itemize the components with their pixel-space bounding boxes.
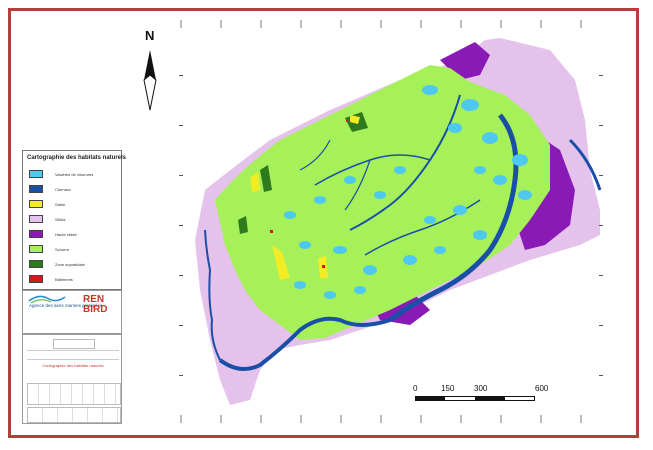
batiment-mark [270,230,273,233]
habitat-map [143,20,603,423]
legend-item: Zone supratidale [29,259,85,269]
sable-area [272,245,290,280]
sable-area [350,115,360,124]
title-block-row [27,350,119,360]
scale-label: 0 [413,384,418,393]
agency-logo-text: Agence des aires marines protégées [29,303,103,308]
legend-item: Chenaux [29,184,71,194]
legend-swatch [29,170,43,178]
map-title: Cartographie des habitats naturels [42,363,104,368]
legend-label: Haute slikke [55,231,77,237]
legend-item: Bâtiments [29,274,73,284]
legend-item: Haute slikke [29,229,77,239]
legend-item: Vasières de chlorures [29,169,93,179]
schorre-area [215,65,550,340]
legend-swatch [29,230,43,238]
legend-label: Slikke [55,216,66,222]
supratidal-area [260,165,272,192]
legend-item: Schorre [29,244,69,254]
coordinate-ticks [180,20,582,423]
legend-swatch [29,245,43,253]
north-label: N [145,28,155,43]
scale-label: 600 [535,384,549,393]
sable-area [250,172,260,192]
legend-item: Sable [29,199,65,209]
legend-swatch [29,200,43,208]
legend-label: Zone supratidale [55,261,85,267]
partner-logo: REN BIRD [83,294,108,315]
supratidal-area [238,216,248,234]
legend-title: Cartographie des habitats naturels [27,155,127,161]
legend-label: Bâtiments [55,276,73,282]
scale-bar [415,396,535,401]
legend-swatch [29,185,43,193]
legend-label: Sable [55,201,66,207]
agency-logo-icon [28,295,66,304]
legend-swatch [29,275,43,283]
batiment-mark [346,120,348,122]
legend-swatch [29,260,43,268]
legend-swatch [29,215,43,223]
title-block-table [27,407,121,423]
legend-item: Slikke [29,214,66,224]
title-block-table [27,383,121,405]
legend-label: Schorre [55,246,70,252]
title-block: Cartographie des habitats naturels [22,334,122,424]
grid-crosses [179,75,603,376]
batiment-mark [322,265,325,268]
logo-box: Agence des aires marines protégées REN B… [22,290,122,334]
legend-label: Vasières de chlorures [55,171,94,177]
legend-panel: Cartographie des habitats naturels Vasiè… [22,150,126,290]
legend-label: Chenaux [55,186,72,192]
title-block-cell [53,339,95,349]
scale-label: 150 [441,384,455,393]
north-arrow-icon [143,50,157,111]
scale-label: 300 [474,384,488,393]
vasieres-areas [284,85,532,299]
